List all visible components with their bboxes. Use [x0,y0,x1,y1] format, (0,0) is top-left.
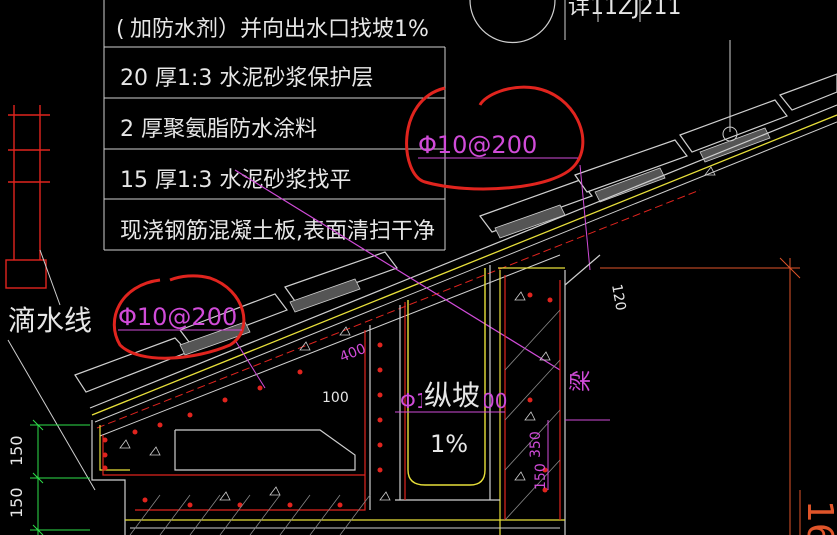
rebar-leader-1 [579,164,591,271]
dim-350: 350 [528,431,544,458]
rebar-spec-lower: Φ10@200 [118,303,237,331]
detail-circle [469,0,556,44]
roof-tiles [74,73,837,393]
dim-400: 400 [338,341,369,366]
layer-concrete-slab: 现浇钢筋混凝土板,表面清扫干净 [120,219,435,244]
beam-label: 梁 [569,370,594,392]
layer-note-table [103,0,446,251]
concrete-hatch [119,166,716,501]
diagonal-hatch [129,309,561,535]
rebar-leader-2 [234,339,266,389]
rebar-lines [102,275,561,520]
left-dimensions [30,419,90,535]
right-dimensions [547,257,801,535]
layer-protective-mortar: 20 厚1:3 水泥砂浆保护层 [120,66,373,91]
section-ref-line [234,169,561,371]
big-dimension-right: 16 [799,500,837,535]
markup-circle-lower [112,274,246,360]
slope-percent: 1% [430,430,468,458]
note-line-waterproof-agent: 加防水剂）并向出水口找坡1% [130,17,429,42]
dim-150-lower: 150 [7,487,26,518]
dim-100: 100 [322,390,349,406]
rebar-spec-upper: Φ10@200 [418,131,537,159]
layer-waterproof-coating: 2 厚聚氨脂防水涂料 [120,117,317,142]
markup-circle-upper [405,85,585,191]
dim-150-upper: 150 [7,435,26,466]
dim-150-right: 150 [533,463,549,490]
drip-line-label: 滴水线 [8,304,92,337]
rebar-spec-gutter-tail: 00 [482,389,507,413]
note-partial-bracket: ( [116,17,125,42]
layer-leveling-mortar: 15 厚1:3 水泥砂浆找平 [120,168,351,193]
dim-120: 120 [608,283,628,312]
drip-leader [7,339,96,491]
drip-detail-symbol [5,105,50,289]
rebar-dots [102,292,553,508]
slope-label: 纵坡 [424,379,480,412]
detail-reference: 详11ZJ211 [568,0,682,20]
